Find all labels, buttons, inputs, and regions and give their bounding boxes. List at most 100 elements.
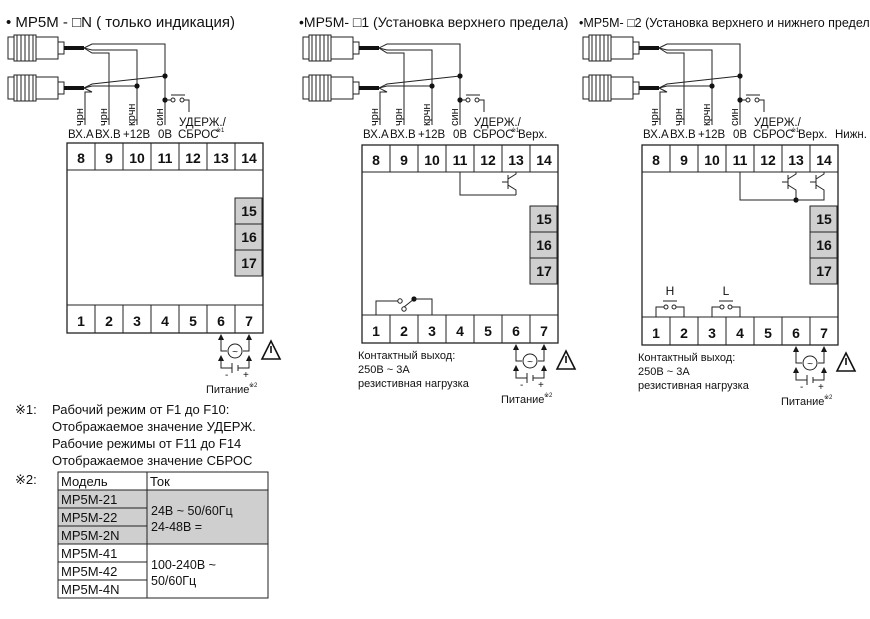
side-terminal <box>529 205 558 233</box>
note-mark: ※1 <box>511 127 520 134</box>
wire <box>658 87 668 125</box>
terminal-function-label: ВХ.А <box>68 129 94 141</box>
wire-color-label: чрн <box>673 108 685 126</box>
power-label: Питание <box>206 384 249 396</box>
tilde-icon: ~ <box>527 357 533 368</box>
wire <box>787 172 797 180</box>
relay-label: L <box>723 284 730 298</box>
proximity-sensor-icon <box>582 34 659 62</box>
table-cell-model: MP5M-2N <box>61 528 120 543</box>
wire <box>795 369 807 381</box>
terminal-number: 5 <box>764 325 772 341</box>
terminal-function-label: ВХ.А <box>363 129 389 141</box>
terminal-number: 7 <box>820 325 828 341</box>
relay-contact-icon <box>397 298 403 304</box>
terminal-number: 7 <box>540 323 548 339</box>
wire <box>538 346 545 362</box>
footnote-mark: ※2: <box>15 472 37 487</box>
side-terminal <box>809 257 838 285</box>
reset-label: СБРОС <box>178 129 219 141</box>
power-label: Питание <box>501 394 544 406</box>
wire <box>243 336 250 352</box>
table-cell-current: 24-48В = <box>151 520 202 534</box>
transistor-icon <box>782 172 797 200</box>
wire <box>658 47 685 125</box>
wire <box>507 172 517 180</box>
proximity-sensor-icon <box>7 74 84 102</box>
contact-output-text: Контактный выход: <box>638 352 735 364</box>
note-mark: ※1 <box>791 127 800 134</box>
terminal-number: 12 <box>185 150 201 166</box>
ac-source-icon <box>802 355 818 371</box>
terminal-number: 1 <box>652 325 660 341</box>
wire <box>818 348 825 364</box>
wire <box>459 172 516 196</box>
switch-contact-icon <box>179 97 185 103</box>
terminal-number: 17 <box>241 255 257 271</box>
wire <box>796 190 825 201</box>
wiring-panel-3: •MP5M- □2 (Установка верхнего и нижнего … <box>579 16 870 408</box>
wire-color-label: чрн <box>74 108 86 126</box>
wire <box>732 306 741 317</box>
terminal-number: 3 <box>708 325 716 341</box>
terminal-number: 10 <box>704 152 720 168</box>
footnote-line: Рабочие режимы от F11 до F14 <box>52 436 241 451</box>
polarity-minus: - <box>800 382 803 393</box>
wire <box>815 172 825 180</box>
terminal-number: 2 <box>680 325 688 341</box>
terminal-number: 3 <box>133 313 141 329</box>
terminal-number: 11 <box>453 152 468 168</box>
terminal-number: 9 <box>105 150 113 166</box>
terminal-number: 16 <box>816 237 832 253</box>
wire <box>658 75 741 89</box>
panel-title: •MP5M- □1 (Установка верхнего предела) <box>299 14 568 30</box>
hold-label: УДЕРЖ./ <box>179 117 227 129</box>
footnote-line: Отображаемое значение СБРОС <box>52 453 252 468</box>
switch-contact-icon <box>170 97 176 103</box>
wire <box>184 99 190 112</box>
reset-label: СБРОС <box>753 129 794 141</box>
side-terminal <box>234 197 263 225</box>
power-supply-symbol: ~ <box>218 334 252 373</box>
power-label: Питание <box>781 396 824 408</box>
terminal-number: 14 <box>536 152 552 168</box>
terminal-number: 15 <box>816 211 832 227</box>
wire-color-label: син <box>729 108 741 126</box>
terminal-number: 7 <box>245 313 253 329</box>
terminal-function-label: ВХ.В <box>670 129 696 141</box>
wire-color-label: крчн <box>126 104 138 127</box>
table-cell-model: MP5M-21 <box>61 492 117 507</box>
wire <box>676 306 685 317</box>
side-terminal <box>529 231 558 259</box>
terminal-number: 1 <box>372 323 380 339</box>
wire <box>378 43 461 125</box>
contact-output-text: 250В ~ 3А <box>358 364 410 376</box>
relay-wire <box>375 300 398 315</box>
terminal-function-label: 0В <box>733 129 747 141</box>
terminal-number: 17 <box>536 263 552 279</box>
wire <box>378 87 388 125</box>
terminal-number: 14 <box>241 150 257 166</box>
wire <box>83 47 110 125</box>
terminal-number: 8 <box>372 152 380 168</box>
terminal-number: 8 <box>652 152 660 168</box>
table-cell-current: 100-240В ~ <box>151 558 216 572</box>
terminal-number: 5 <box>484 323 492 339</box>
relay-label: H <box>666 284 675 298</box>
terminal-number: 11 <box>733 152 748 168</box>
polarity-plus: + <box>243 370 249 381</box>
footnote-1: ※1:Рабочий режим от F1 до F10:Отображаем… <box>15 402 256 468</box>
hold-label: УДЕРЖ./ <box>754 117 802 129</box>
output-label: Нижн. <box>835 129 867 141</box>
reset-label: СБРОС <box>473 129 514 141</box>
wiring-panel-2: •MP5M- □1 (Установка верхнего предела)чр… <box>299 14 577 406</box>
wire <box>479 99 485 112</box>
table-group <box>57 543 269 599</box>
terminal-number: 8 <box>77 150 85 166</box>
wire-color-label: крчн <box>421 104 433 127</box>
terminal-number: 15 <box>241 203 257 219</box>
terminal-function-label: 0В <box>453 129 467 141</box>
hold-label: УДЕРЖ./ <box>474 117 522 129</box>
polarity-plus: + <box>818 382 824 393</box>
wire <box>739 172 796 201</box>
